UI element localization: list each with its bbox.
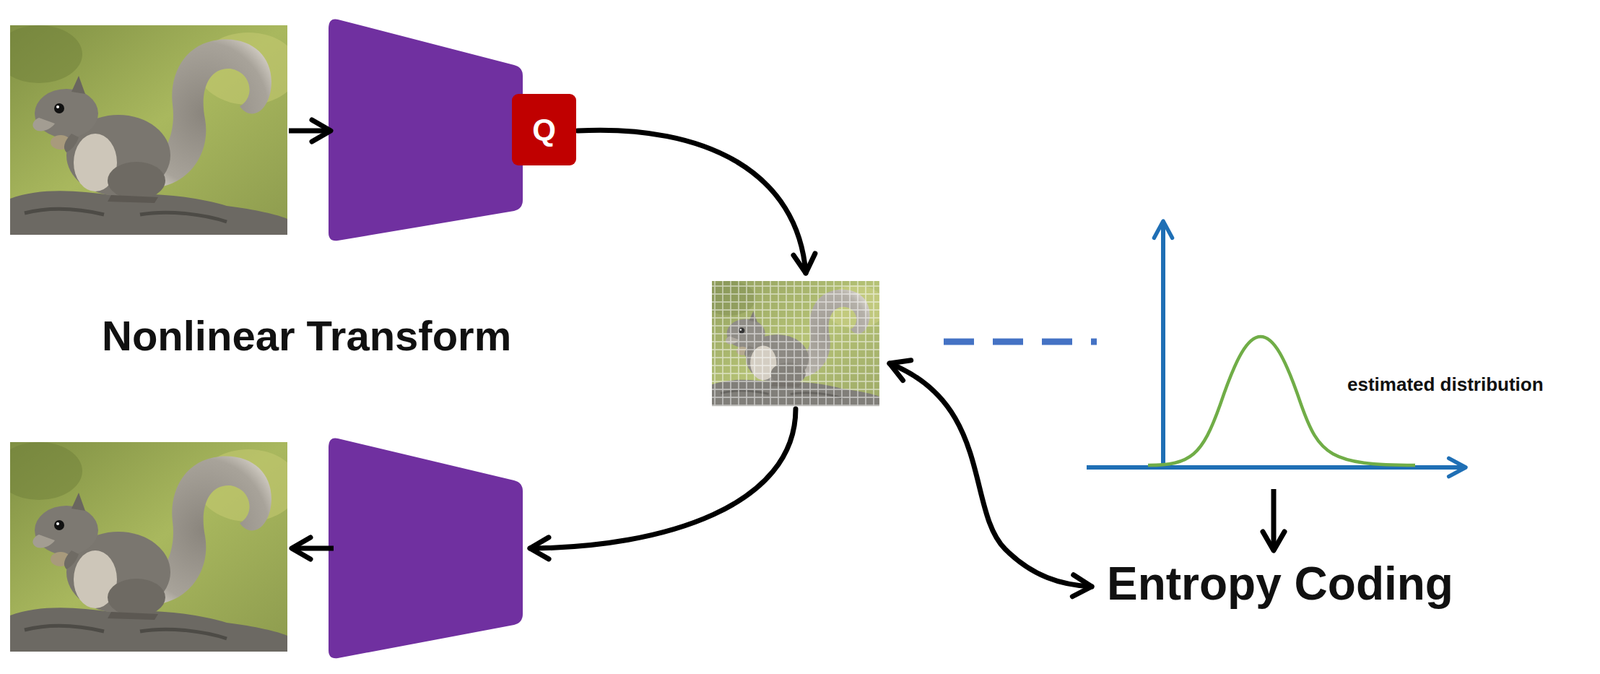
dashed-link (943, 338, 1097, 346)
output-arrow (291, 545, 334, 551)
gaussian-curve (1148, 336, 1416, 465)
decoder-trapezoid (328, 438, 523, 659)
latent-image (703, 280, 887, 406)
axis-note: estimated distribution (1347, 374, 1544, 396)
input-arrow (288, 128, 331, 134)
y-axis (1161, 220, 1166, 469)
stage-label: Entropy Coding (1106, 557, 1454, 611)
entropy-arrow (889, 363, 1092, 587)
section-label: Nonlinear Transform (101, 311, 512, 361)
decode-arrow (529, 408, 796, 549)
down-arrow (1271, 488, 1277, 551)
output-image (0, 441, 299, 652)
encoder-trapezoid (328, 19, 523, 242)
quantizer-box: Q (511, 93, 577, 166)
node-text: Q (532, 112, 556, 148)
quantize-arrow (577, 129, 806, 273)
input-image (0, 25, 299, 235)
latent-grid (711, 280, 880, 406)
